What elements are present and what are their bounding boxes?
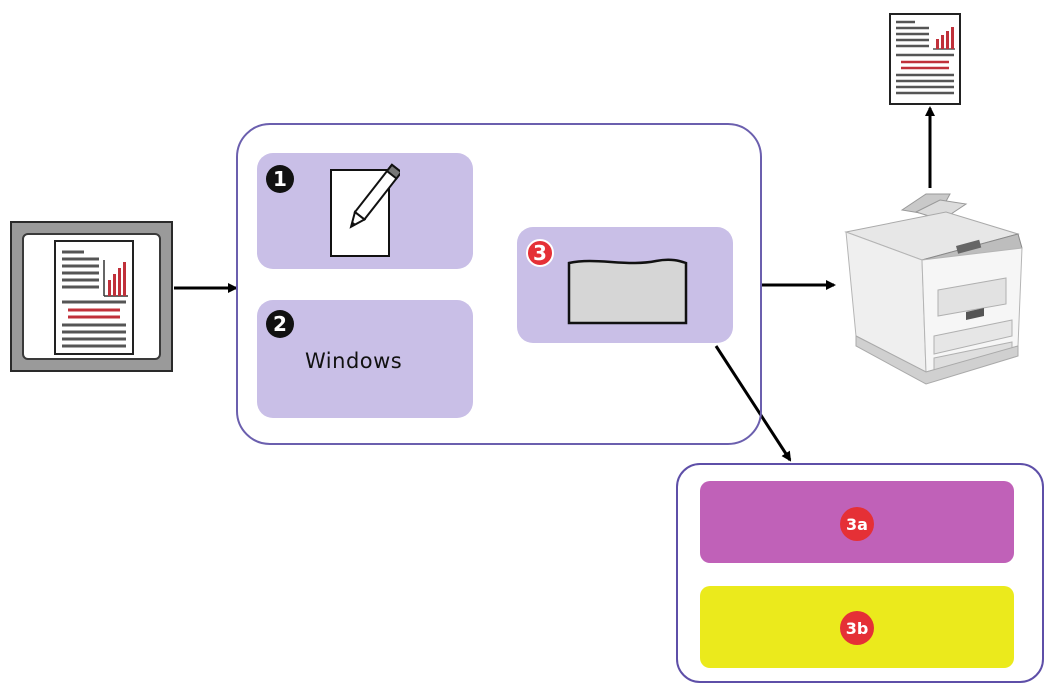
step-2-label: Windows [305, 349, 403, 373]
step-2-badge: 2 [266, 310, 294, 338]
screen-display [22, 233, 161, 360]
mini-bar-chart-icon [103, 260, 128, 297]
driver-options-panel [676, 463, 1044, 683]
option-3a-badge: 3a [840, 507, 874, 541]
step-3-badge: 3 [526, 239, 554, 267]
option-3b-badge: 3b [840, 611, 874, 645]
printer-icon [844, 193, 1023, 385]
window-shape-icon [567, 258, 688, 325]
step-1-badge: 1 [266, 165, 294, 193]
arrow-step3-to-options [714, 345, 792, 462]
mini-bar-chart-icon [933, 27, 955, 50]
printed-page-icon [889, 13, 961, 105]
document-icon [54, 240, 134, 355]
process-container [236, 123, 762, 445]
computer-screen [10, 221, 173, 372]
edit-pencil-icon [330, 163, 400, 257]
